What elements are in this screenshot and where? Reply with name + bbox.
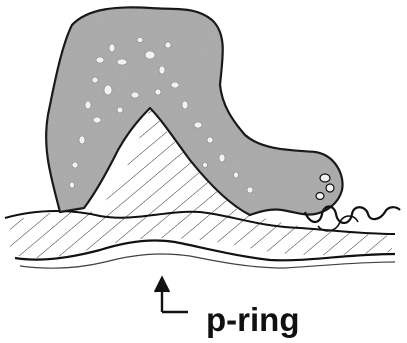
p-ring-label: p-ring	[206, 303, 299, 336]
p-ring-arrow	[155, 278, 188, 312]
